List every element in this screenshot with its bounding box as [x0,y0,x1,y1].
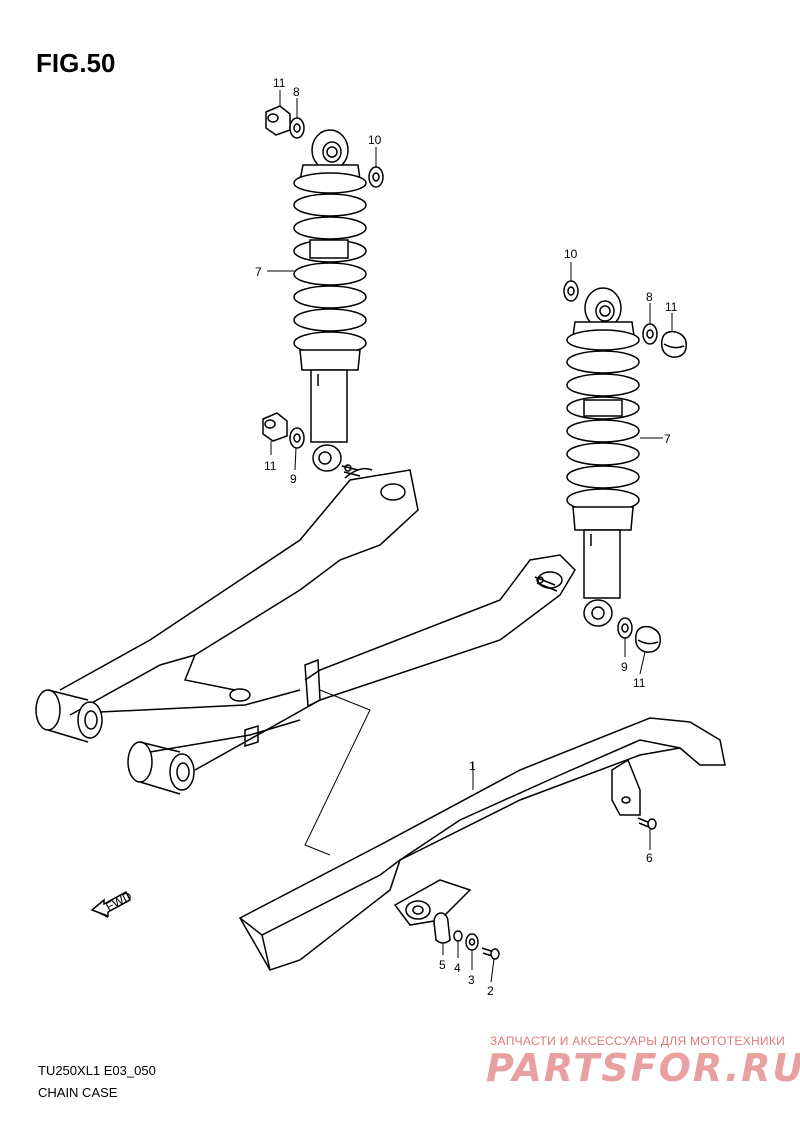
left-upper-washer-10[interactable] [368,166,384,188]
watermark-logo: PARTSFOR.RU [486,1046,800,1090]
callout-11: 11 [665,300,678,314]
callout-7: 7 [664,432,671,446]
callout-11: 11 [264,459,277,473]
right-upper-washer-10[interactable] [563,280,579,302]
callout-6: 6 [646,851,653,865]
fwd-label: FWD [103,889,134,914]
right-upper-washer-8[interactable] [642,323,658,345]
callout-numbers: 11 8 10 7 11 9 10 8 11 7 9 11 1 6 5 4 3 … [255,76,678,998]
model-code: TU250XL1 E03_050 [38,1063,156,1078]
section-name: CHAIN CASE [38,1085,118,1100]
callout-5: 5 [439,958,446,972]
right-shock-absorber[interactable] [566,287,640,627]
callout-10: 10 [564,247,578,261]
callout-2: 2 [487,984,494,998]
callout-3: 3 [468,973,475,987]
cushion-4[interactable] [453,930,463,942]
left-shock-spring [293,172,367,355]
left-upper-nut[interactable] [265,105,291,136]
callout-4: 4 [454,961,461,975]
collar-5[interactable] [433,912,451,944]
callout-9: 9 [621,660,628,674]
callout-11: 11 [633,676,646,690]
callout-11: 11 [273,76,286,90]
watermark-tagline: ЗАПЧАСТИ И АКСЕССУАРЫ ДЛЯ МОТОТЕХНИКИ [490,1034,786,1048]
left-lower-nut[interactable] [262,412,288,442]
left-lower-washer-9[interactable] [289,427,305,449]
swingarm [35,464,576,856]
bolt-6[interactable] [637,817,657,830]
callout-1: 1 [469,759,476,773]
right-lower-cap-nut[interactable] [634,625,662,653]
callout-8: 8 [293,85,300,99]
leader-lines [267,90,673,983]
right-upper-cap-nut[interactable] [660,330,688,358]
callout-7: 7 [255,265,262,279]
chain-case[interactable] [238,717,726,971]
callout-9: 9 [290,472,297,486]
callout-10: 10 [368,133,382,147]
fwd-arrow-icon: FWD [90,889,134,918]
bolt-2[interactable] [481,947,500,960]
washer-3[interactable] [465,933,479,951]
figure-title: FIG.50 [36,48,116,78]
left-shock-absorber[interactable] [293,129,367,472]
right-lower-washer-9[interactable] [617,617,633,639]
left-upper-washer-8[interactable] [289,117,305,139]
callout-8: 8 [646,290,653,304]
right-shock-spring [566,329,640,512]
